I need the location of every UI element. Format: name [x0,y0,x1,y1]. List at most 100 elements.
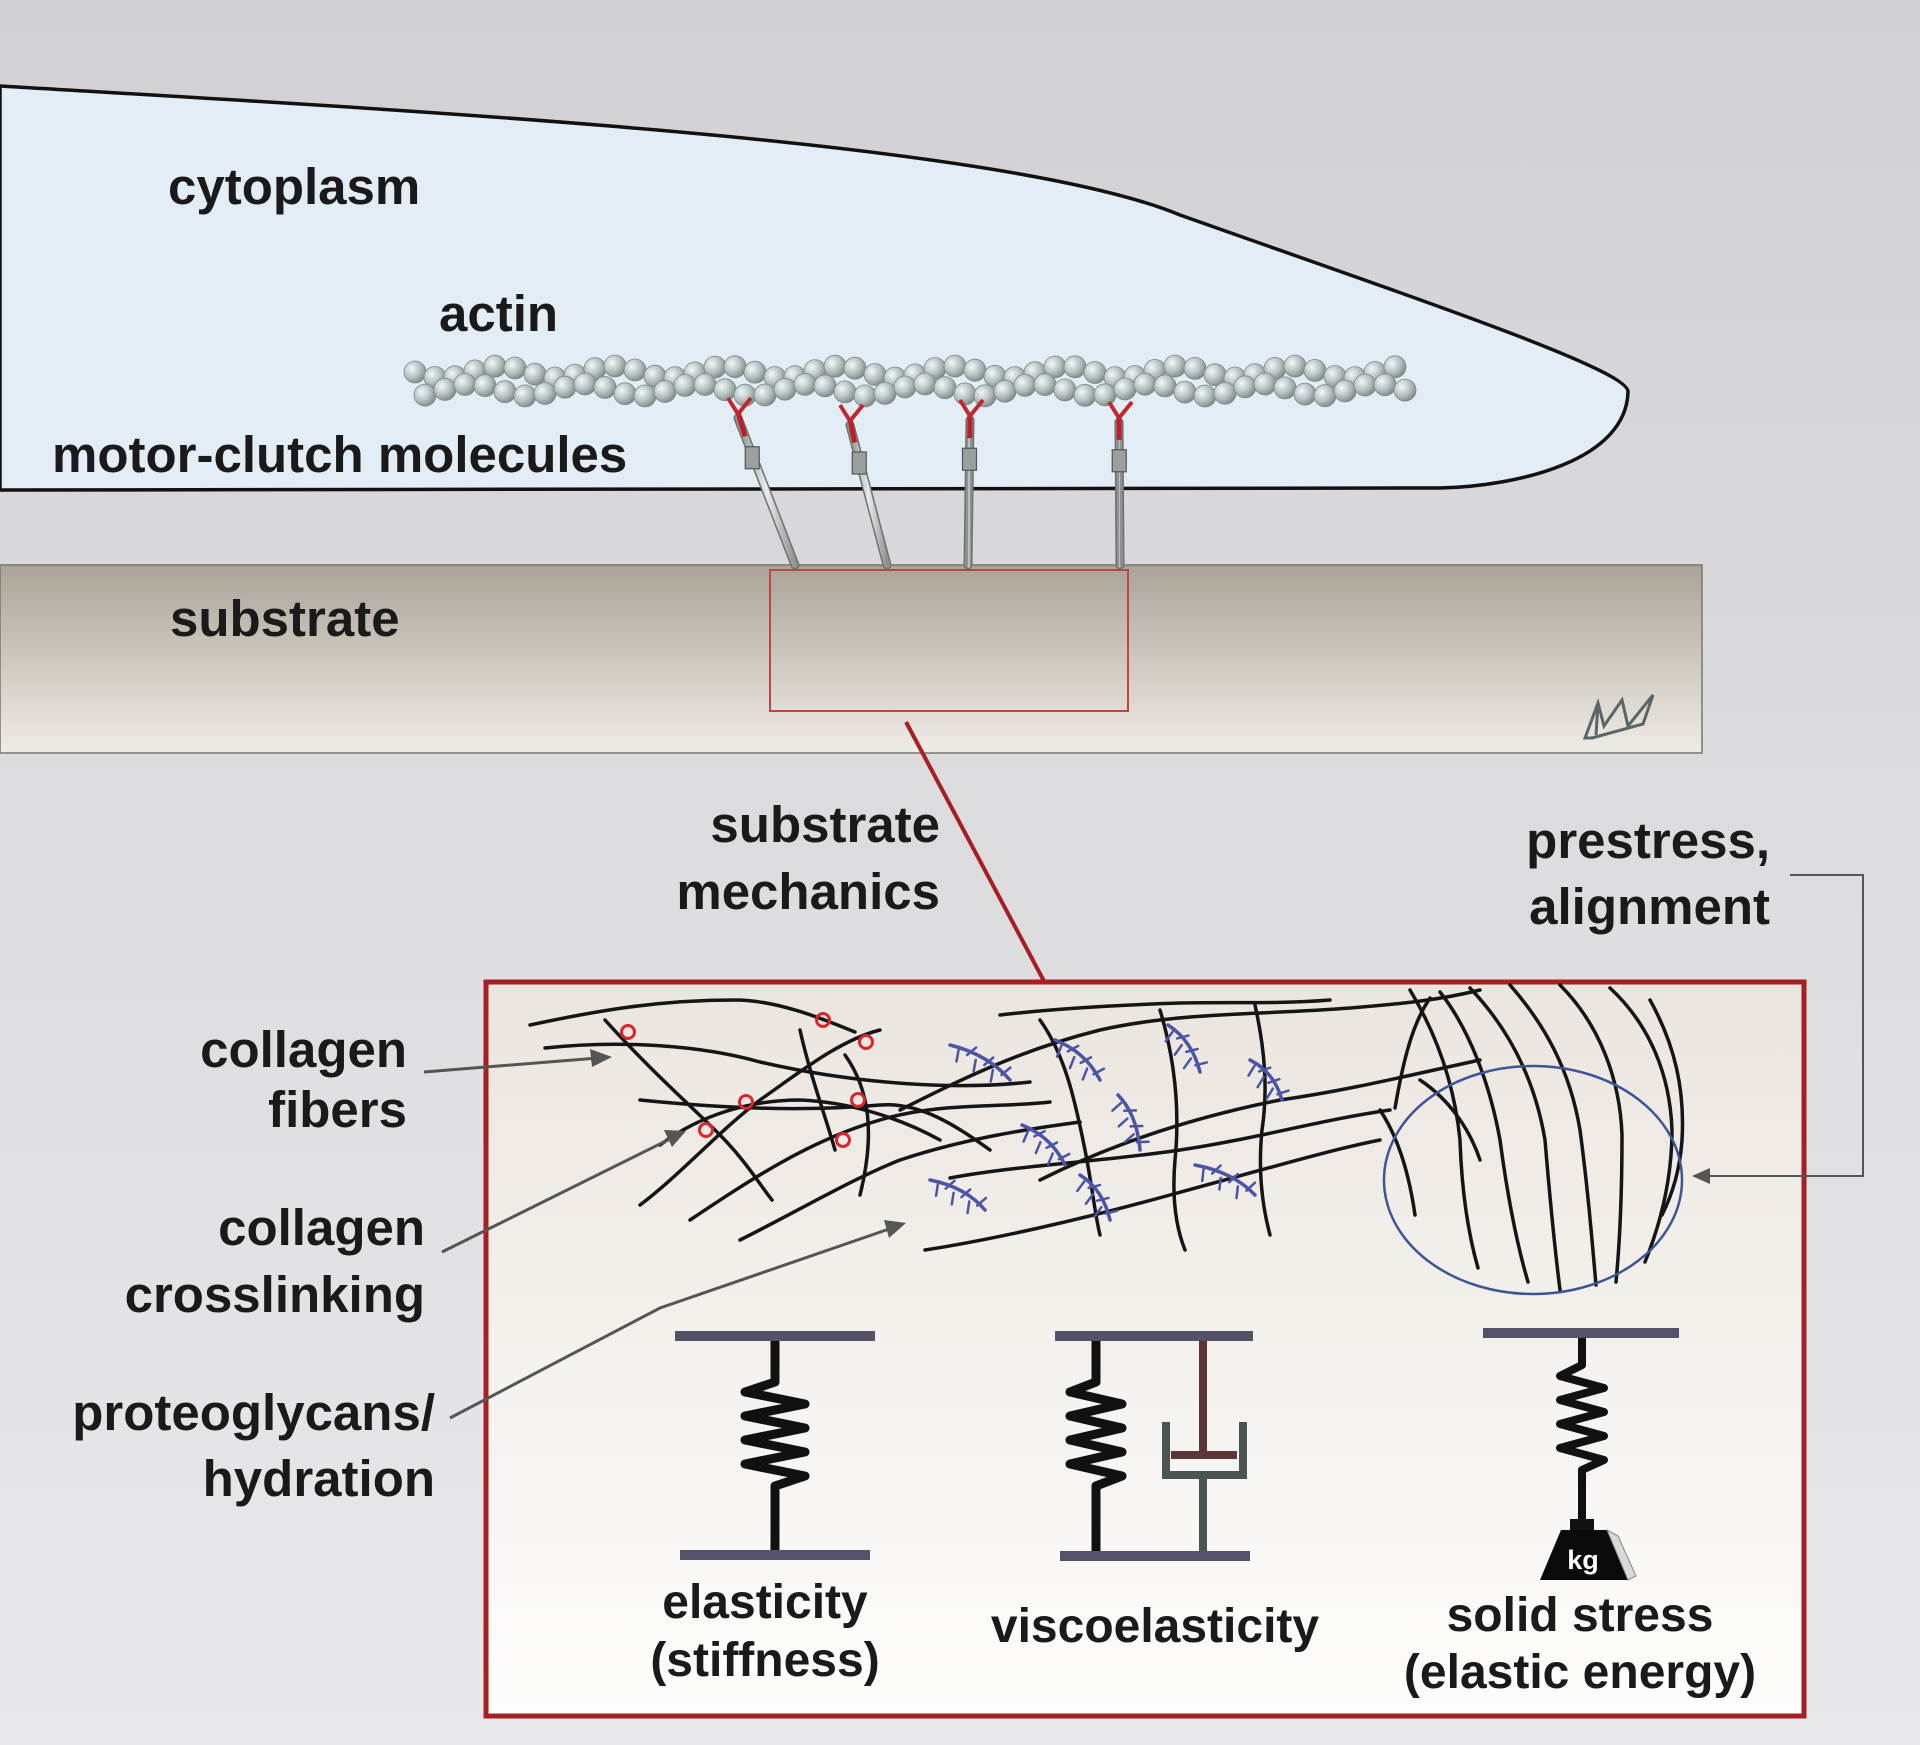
collagen-fiber [738,1120,1082,1242]
substrate-mechanics-label: substrate mechanics [676,796,940,920]
collagen-fiber [1648,998,1685,1217]
actin-bead-icon [1393,378,1417,402]
actin-bead-icon [753,383,777,407]
actin-bead-icon [1373,373,1397,397]
actin-bead-icon [1133,372,1157,396]
proteoglycan-icon [928,1178,988,1215]
actin-bead-icon [1293,382,1317,406]
collagen-fiber [688,1100,1052,1222]
actin-bead-icon [963,358,987,382]
actin-bead-icon [1083,361,1107,384]
collagen-fiber [1468,986,1562,1292]
elasticity-model [675,1331,875,1560]
dashpot-icon [1162,1341,1247,1551]
actin-bead-icon [1033,373,1057,397]
clutch-molecule-icon [1107,400,1134,570]
actin-bead-icon [483,354,507,378]
actin-bead-icon [513,384,537,408]
spring-icon [740,1341,810,1550]
actin-bead-icon [403,360,427,384]
actin-bead-icon [1063,355,1087,379]
actin-bead-icon [1253,372,1277,396]
collagen-fiber [528,998,857,1034]
zoom-connector-line [904,721,1047,984]
actin-bead-icon [1053,378,1077,402]
actin-bead-icon [1163,354,1187,378]
weight-icon [1540,1519,1637,1581]
motor-clutch-molecules [726,396,1134,570]
actin-bead-icon [813,374,837,398]
actin-bead-icon [673,373,697,397]
plate-bottom [1060,1551,1250,1561]
actin-bead-icon [843,356,867,380]
actin-bead-icon [1233,375,1257,399]
collagen-crosslinking-label: collagen crosslinking [124,1199,425,1323]
plate-top [1483,1328,1679,1338]
actin-bead-icon [1193,384,1217,408]
actin-bead-icon [943,354,967,378]
actin-bead-icon [1283,354,1307,378]
actin-bead-icon [1173,380,1197,404]
actin-bead-icon [823,354,847,378]
actin-bead-icon [1273,376,1297,400]
proteoglycans-hydration-label: proteoglycans/ hydration [72,1384,435,1507]
actin-bead-icon [613,382,637,406]
collagen-fiber [638,1028,882,1207]
actin-bead-icon [693,373,717,396]
collagen-fiber [1508,983,1598,1287]
plate-top [1055,1331,1253,1341]
alignment-circle [1382,1064,1684,1296]
collagen-fiber [658,1098,942,1147]
collagen-fiber [1378,1108,1417,1217]
elasticity-label: elasticity (stiffness) [650,1576,880,1687]
proteoglycan-icon [1247,1058,1290,1102]
actin-bead-icon [1213,381,1237,405]
proteoglycan-icon [1193,1163,1257,1200]
cytoplasm-label: cytoplasm [168,158,421,215]
actin-bead-icon [603,354,627,378]
actin-bead-icon [1333,379,1357,403]
actin-bead-icon [833,380,857,404]
actin-bead-icon [1153,374,1177,398]
actin-bead-icon [933,376,957,400]
actin-bead-icon [623,358,647,382]
actin-bead-icon [553,375,577,399]
actin-bead-icon [593,375,617,399]
crosslink-ring-icon [698,1122,714,1138]
collagen-fiber [948,1108,1392,1180]
collagen-fiber [603,1018,774,1202]
collagen-fiber [1608,986,1674,1264]
proteoglycan-icon [1076,1173,1119,1222]
collagen-fiber [1438,990,1530,1284]
proteoglycan-icon [948,1043,1012,1083]
actin-bead-icon [453,372,477,396]
actin-bead-icon [723,355,747,379]
collagen-fibers [528,983,1685,1292]
solid-stress-label: solid stress (elastic energy) [1403,1589,1757,1699]
substrate-label: substrate [170,590,400,647]
collagen-fiber [1393,996,1432,1110]
collagen-fiber [1253,1003,1272,1237]
actin-filament [403,354,1417,408]
actin-bead-icon [503,356,527,380]
crosslink-ring-icon [858,1034,874,1050]
collagen-fiber [1158,1008,1187,1252]
actin-bead-icon [573,372,597,396]
actin-bead-icon [853,384,877,408]
actin-bead-icon [1013,373,1037,397]
crosslink-ring-icon [620,1024,636,1040]
proteoglycan-icon [1111,1093,1150,1152]
logo-icon [1582,694,1655,740]
actin-bead-icon [1073,383,1097,407]
crosslink-ring-icon [835,1132,851,1148]
actin-bead-icon [873,381,897,405]
actin-bead-icon [493,380,517,404]
leader-lines [423,874,1864,1420]
actin-bead-icon [433,377,457,401]
actin-bead-icon [1113,377,1137,401]
actin-bead-icon [863,363,887,386]
collagen-fiber [898,988,1482,1112]
weight-kg-label: kg [1567,1545,1599,1575]
collagen-fibers-label: collagen fibers [200,1021,407,1138]
